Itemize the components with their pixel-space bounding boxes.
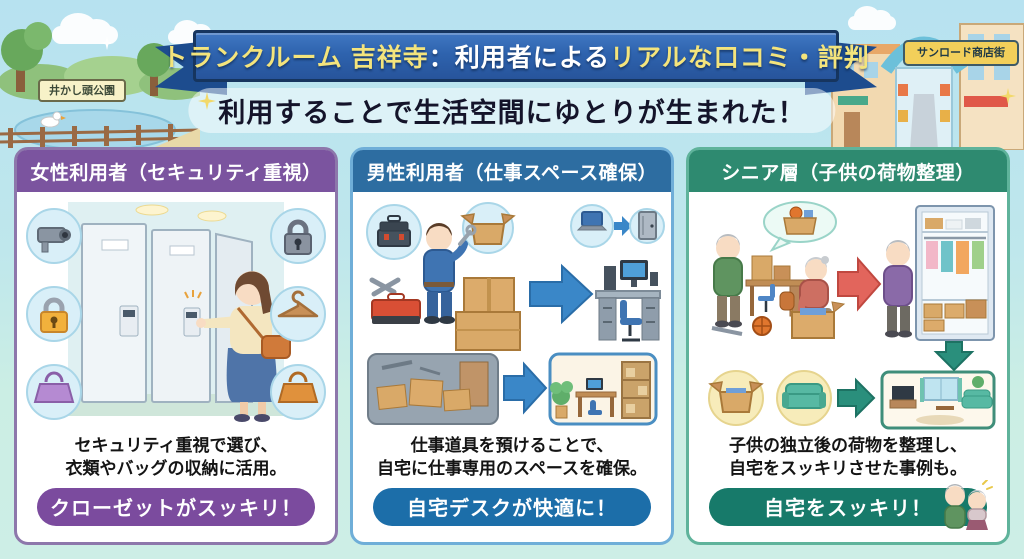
park-sign: 井かし頭公園 [38, 79, 126, 102]
padlock-dark-icon [270, 208, 326, 264]
cardboard-boxes-icon [455, 277, 521, 351]
sparkle-icon [100, 36, 114, 50]
panel-male-illustration [359, 196, 665, 432]
speech-bubble-icon [763, 201, 837, 253]
wrenches-icon [369, 277, 401, 297]
caption-line: 仕事道具を預けることで、 [410, 436, 614, 455]
woman-figure-icon [196, 271, 291, 422]
laptop-bubble-icon [570, 204, 614, 248]
open-box-bubble-icon [460, 202, 516, 254]
park-illustration [0, 22, 200, 150]
open-box-circle-icon [708, 370, 764, 426]
title-normal: ：利用者による [428, 44, 610, 72]
panel-male-caption: 仕事道具を預けることで、 自宅に仕事専用のスペースを確保。 [353, 434, 671, 481]
panel-senior-title: シニア層（子供の荷物整理） [689, 150, 1007, 192]
cloud-icon [848, 6, 896, 30]
title-highlight-1: トランクルーム 吉祥寺 [162, 44, 429, 72]
arrow-right-icon [503, 361, 548, 415]
panel-female-badge-row: クローゼットがスッキリ！ [37, 487, 315, 526]
handbag-orange-icon [270, 364, 326, 420]
computer-desk-icon [595, 260, 661, 342]
senior-couple-packing-icon [711, 234, 846, 339]
locker-bubble-icon [629, 208, 665, 244]
arrow-right-small-icon [614, 216, 632, 236]
panel-female-illustration [23, 196, 329, 432]
caption-line: 自宅をスッキリさせた事例も。 [729, 459, 967, 479]
sparkle-icon [198, 92, 216, 110]
padlock-orange-icon [26, 286, 82, 342]
panel-female-users: 女性利用者（セキュリティ重視） [14, 147, 338, 545]
tidy-office-icon [548, 352, 658, 426]
panel-male-title: 男性利用者（仕事スペース確保） [353, 150, 671, 192]
tidy-living-room-icon [880, 370, 996, 430]
arrow-right-icon [529, 263, 594, 325]
handbag-purple-icon [26, 364, 82, 420]
panel-male-badge-row: 自宅デスクが快適に！ [373, 487, 651, 526]
panel-female-caption: セキュリティ重視で選び、 衣類やバッグの収納に活用。 [17, 434, 335, 481]
arrow-right-teal-icon [837, 377, 876, 419]
caption-line: 衣類やバッグの収納に活用。 [65, 459, 287, 479]
red-toolbox-icon [371, 293, 421, 324]
sofa-circle-icon [776, 370, 832, 426]
storage-lockers-icon [81, 223, 253, 403]
panel-male-badge: 自宅デスクが快適に！ [373, 487, 651, 526]
worker-figure-icon [423, 223, 477, 324]
panel-senior-illustration [695, 196, 1001, 432]
panel-male-users: 男性利用者（仕事スペース確保） [350, 147, 674, 545]
clothes-hanger-icon [270, 286, 326, 342]
caption-line: セキュリティ重視で選び、 [74, 436, 278, 455]
caption-line: 自宅に仕事専用のスペースを確保。 [377, 459, 647, 479]
security-camera-icon [26, 208, 82, 264]
senior-man-closet-icon [883, 205, 995, 341]
page-subtitle: 利用することで生活空間にゆとりが生まれた！ [188, 88, 836, 133]
sparkle-icon [1000, 88, 1016, 104]
toolbox-bubble-icon [366, 204, 422, 260]
panel-senior-users: シニア層（子供の荷物整理） [686, 147, 1010, 545]
page-title: トランクルーム 吉祥寺：利用者によるリアルな口コミ・評判 [162, 30, 869, 82]
title-ribbon: トランクルーム 吉祥寺：利用者によるリアルな口コミ・評判 [155, 30, 877, 95]
cloud-icon [52, 13, 118, 44]
panel-female-title: 女性利用者（セキュリティ重視） [17, 150, 335, 192]
panel-senior-caption: 子供の独立後の荷物を整理し、 自宅をスッキリさせた事例も。 [689, 434, 1007, 481]
senior-couple-icon [944, 479, 993, 530]
messy-room-icon [367, 353, 499, 425]
street-sign: サンロード商店街 [903, 40, 1019, 66]
panel-senior-badge-row: 自宅をスッキリ！ [709, 479, 993, 530]
arrow-right-red-icon [837, 256, 882, 312]
title-highlight-2: リアルな口コミ・評判 [609, 44, 870, 72]
arrow-down-teal-icon [933, 341, 975, 372]
panel-senior-badge: 自宅をスッキリ！ [709, 487, 987, 526]
panel-female-badge: クローゼットがスッキリ！ [37, 487, 315, 526]
caption-line: 子供の独立後の荷物を整理し、 [729, 436, 967, 455]
